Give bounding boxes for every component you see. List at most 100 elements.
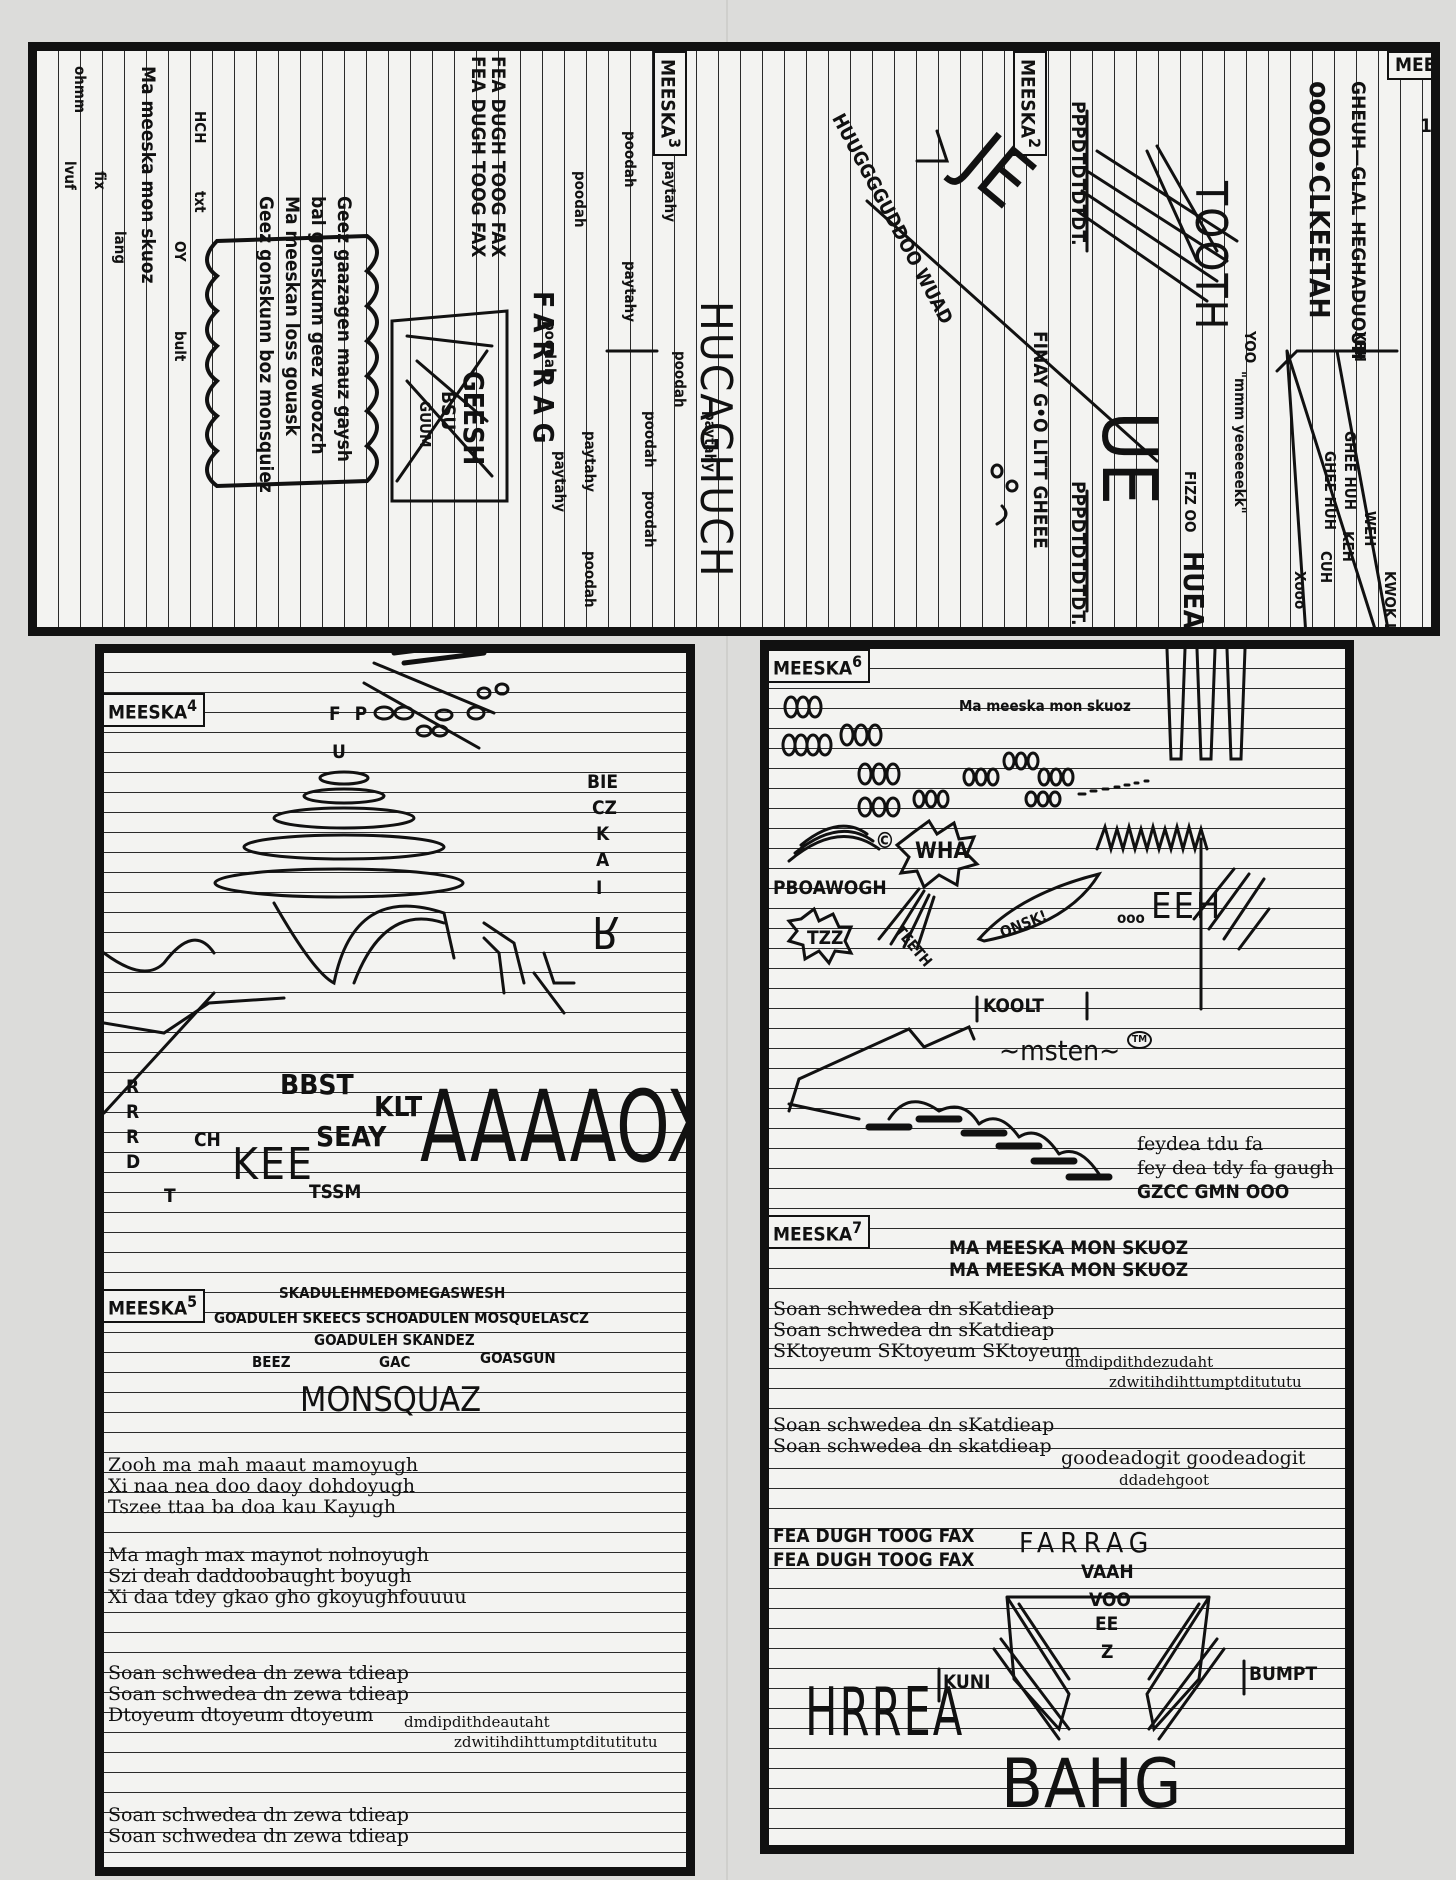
p3-poodah-3: poodah: [641, 411, 659, 468]
p1-hmm: "mmm yeeeeeekk": [1231, 371, 1249, 514]
p4-ch: CH: [194, 1129, 221, 1151]
p1-sig2: KEH: [1339, 531, 1357, 562]
p3-cloud-1: bal gonskunn geez woozch: [307, 196, 329, 455]
p7-s1-1: Soan schwedea dn sKatdieap: [773, 1319, 1055, 1341]
p5-gac: GAC: [379, 1353, 411, 1371]
p5-v2-2: Xi daa tdey gkao gho gkoyughfouuuu: [108, 1586, 467, 1608]
p3-oy: OY: [171, 241, 189, 262]
p7-s1-0: Soan schwedea dn sKatdieap: [773, 1298, 1055, 1320]
p5-v1-2: Tszee ttaa ba doa kau Kayugh: [108, 1496, 397, 1518]
p5-l2: GOADULEH SKEECS SCHOADULEN MOSQUELASCZ: [214, 1309, 589, 1327]
p7-m1: MA MEESKA MON SKUOZ: [949, 1237, 1189, 1259]
p1-rail-b: GHEE HUH: [1321, 451, 1339, 531]
p7-m2: MA MEESKA MON SKUOZ: [949, 1259, 1189, 1281]
p3-txt: txt: [191, 191, 209, 213]
p7-s2-1: Soan schwedea dn skatdieap: [773, 1435, 1052, 1457]
p1-kwok: KWOK LAH: [1381, 571, 1399, 636]
p3-fea1: FEA DUGH TOOG FAX: [487, 56, 509, 258]
p3-poodah-0: poodah: [621, 131, 639, 188]
p1-sig1: WEH: [1361, 511, 1379, 547]
p5-l1: SKADULEHMEDOMEGASWESH: [279, 1284, 506, 1302]
p4-rrrd-2: R: [126, 1126, 140, 1148]
p7-dmd2: zdwitihdihttumptditututu: [1109, 1373, 1302, 1391]
meeska-label-4: MEESKA4: [104, 693, 206, 728]
p1-tooth: TOOTH: [1185, 181, 1236, 332]
p7-dd: ddadehgoot: [1119, 1471, 1209, 1489]
p3-paytahy-1: paytahy: [621, 261, 639, 323]
p3-lang: lang: [111, 231, 129, 264]
p7-fea1: FEA DUGH TOOG FAX: [773, 1525, 975, 1547]
p5-verse-1: Zooh ma mah maaut mamoyugh Xi naa nea do…: [108, 1455, 418, 1518]
p3-hch: HCH: [191, 111, 209, 144]
meeska-label-3: MEESKA3: [652, 51, 687, 157]
p7-dmd1: dmdipdithdezudaht: [1065, 1353, 1214, 1371]
paper-fold-vertical: [726, 0, 728, 1880]
p2-pppt1: PPPDTDTDTDT.: [1067, 101, 1089, 246]
p5-goasgun: GOASGUN: [480, 1349, 556, 1367]
p1-rail: GHEE HUH: [1341, 431, 1359, 511]
right-panel-drawings: [781, 649, 1271, 1741]
meeska-label-1: MEESKA: [1387, 51, 1431, 80]
p7-verse-1: Soan schwedea dn sKatdieap Soan schwedea…: [773, 1299, 1081, 1362]
p3-paytahy-2: paytahy: [581, 431, 599, 493]
p3-poodah-2: poodah: [671, 351, 689, 408]
p4-tssm: TSSM: [309, 1181, 362, 1203]
p7-s2-0: Soan schwedea dn sKatdieap: [773, 1414, 1055, 1436]
p6-msten: ~msten~: [999, 1034, 1121, 1067]
p5-v4-1: Soan schwedea dn zewa tdieap: [108, 1825, 409, 1847]
p7-good: goodeadogit goodeadogit: [1061, 1447, 1306, 1469]
meeska-label-6: MEESKA6: [769, 649, 871, 684]
p7-ee: EE: [1095, 1613, 1119, 1635]
p4-bie-0: BIE: [587, 771, 619, 793]
p6-ooo: ooo: [1117, 909, 1145, 927]
p3-bsu: BSU: [437, 391, 459, 431]
p3-guum: GUUM: [416, 401, 434, 448]
p4-rrrd-1: R: [126, 1101, 140, 1123]
p6-gzcc: GZCC GMN OOO: [1137, 1181, 1290, 1203]
p5-v2-0: Ma magh max maynot nolnoyugh: [108, 1544, 429, 1566]
p1-sig3: CUH: [1317, 551, 1335, 584]
p4-t: T: [164, 1185, 176, 1207]
p6-eeh: EEH: [1151, 886, 1223, 927]
p5-verse-3: Soan schwedea dn zewa tdieap Soan schwed…: [108, 1663, 409, 1726]
p3-paytahy-0: paytahy: [661, 161, 679, 223]
p5-verse-2: Ma magh max maynot nolnoyugh Szi deah da…: [108, 1545, 467, 1608]
p6-monskuoz: Ma meeska mon skuoz: [959, 697, 1131, 715]
p4-bie-1: CZ: [592, 797, 617, 819]
p4-rrrd-3: D: [126, 1151, 141, 1173]
p1-huh: HUEAU: [1177, 551, 1210, 636]
meeska-label-7: MEESKA7: [769, 1215, 871, 1250]
p6-fey2: fey dea tdy fa gaugh: [1137, 1157, 1334, 1179]
p4-bie-5: R: [592, 906, 622, 957]
p3-paytahy-3: paytahy: [701, 411, 719, 473]
left-panel-drawings: [104, 653, 576, 1115]
p4-bie-2: K: [596, 823, 610, 845]
p5-v1-0: Zooh ma mah maaut mamoyugh: [108, 1454, 419, 1476]
p5-v4-0: Soan schwedea dn zewa tdieap: [108, 1804, 409, 1826]
p5-verse-4: Soan schwedea dn zewa tdieap Soan schwed…: [108, 1805, 409, 1847]
p3-farrag: FARRAG: [527, 291, 560, 452]
p1-line1: GHEUH—GLAL HEGHADUOUH: [1347, 81, 1369, 360]
p7-voo: VOO: [1089, 1589, 1131, 1611]
p5-v3-1: Soan schwedea dn zewa tdieap: [108, 1683, 409, 1705]
p5-dmd1: dmdipdithdeautaht: [404, 1713, 550, 1731]
p6-fey1: feydea tdu fa: [1137, 1133, 1264, 1155]
p7-farrag: FARRAG: [1019, 1526, 1155, 1559]
p7-bumpt: BUMPT: [1249, 1663, 1318, 1685]
p7-bang: BAHG: [1001, 1745, 1183, 1824]
p5-l3: GOADULEH SKANDEZ: [314, 1331, 475, 1349]
p2-ue: UE: [1085, 411, 1174, 507]
p6-pboawogh: PBOAWOGH: [773, 877, 887, 899]
p4-aaaa: AAAAOX: [420, 1068, 695, 1185]
p1-fizz: FIZZ OO: [1181, 471, 1199, 533]
p3-cloud-3: Geez gonskunn boz monsquiez: [255, 196, 277, 493]
p3-poodah-1: poodah: [571, 171, 589, 228]
p3-geesh: GEESH: [457, 371, 490, 466]
p3-poodah-5: poodah: [581, 551, 599, 608]
zine-panel-right: MEESKA6 Ma meeska mon skuoz WHA © PBOAWO…: [760, 640, 1354, 1854]
p5-v2-1: Szi deah daddoobaught boyugh: [108, 1565, 412, 1587]
p3-fix: fix: [91, 171, 109, 190]
p4-klt: KLT: [374, 1090, 423, 1123]
p3-cloud-2: Ma meeskan loss gouask: [281, 196, 303, 436]
p7-vaah: VAAH: [1081, 1561, 1134, 1583]
